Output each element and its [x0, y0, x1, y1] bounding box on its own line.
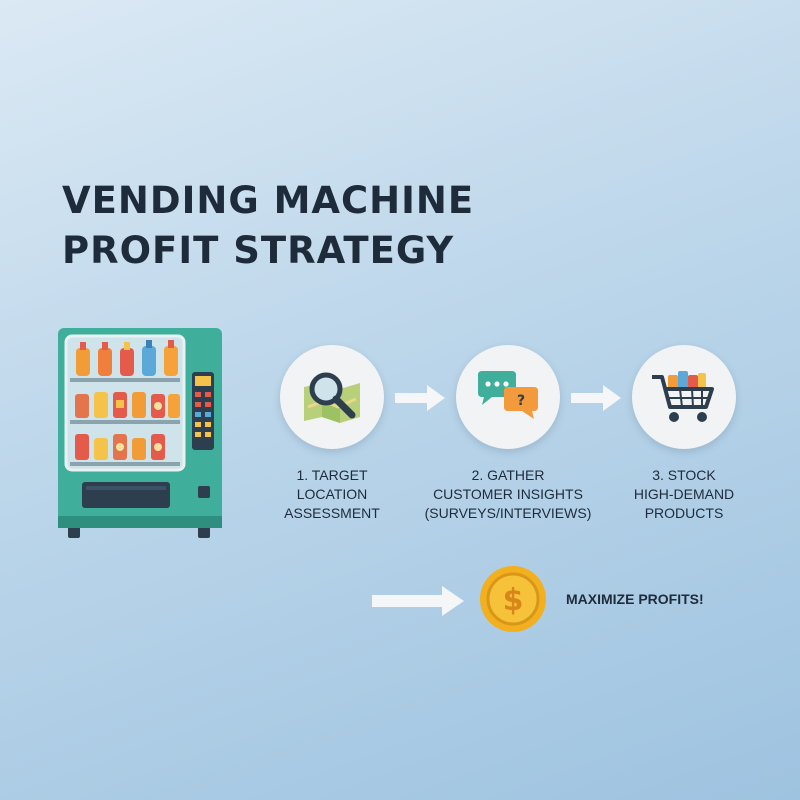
title-line-2: PROFIT STRATEGY	[62, 229, 455, 272]
arrow-right-icon	[372, 586, 464, 616]
arrow-right-icon	[395, 385, 445, 411]
step-1-label: 1. TARGET LOCATION ASSESSMENT	[284, 467, 380, 521]
dollar-coin-icon: $	[480, 566, 546, 632]
svg-text:?: ?	[517, 393, 525, 409]
diagram-title: VENDING MACHINE PROFIT STRATEGY	[62, 176, 474, 276]
step-2-label: 2. GATHER CUSTOMER INSIGHTS (SURVEYS/INT…	[424, 467, 592, 521]
vending-machine-icon	[58, 328, 222, 538]
step-3-circle	[632, 345, 736, 449]
title-line-1: VENDING MACHINE	[62, 179, 475, 222]
step-3-label: 3. STOCK HIGH-DEMAND PRODUCTS	[633, 467, 735, 521]
magnifier-map-icon	[304, 372, 360, 423]
shopping-cart-icon	[652, 371, 714, 422]
chat-bubbles-icon: ?	[478, 371, 538, 419]
coin-symbol: $	[503, 583, 524, 618]
arrow-right-icon	[571, 385, 621, 411]
step-1-circle	[280, 345, 384, 449]
outcome-label: MAXIMIZE PROFITS!	[566, 591, 704, 607]
step-2-circle: ?	[456, 345, 560, 449]
